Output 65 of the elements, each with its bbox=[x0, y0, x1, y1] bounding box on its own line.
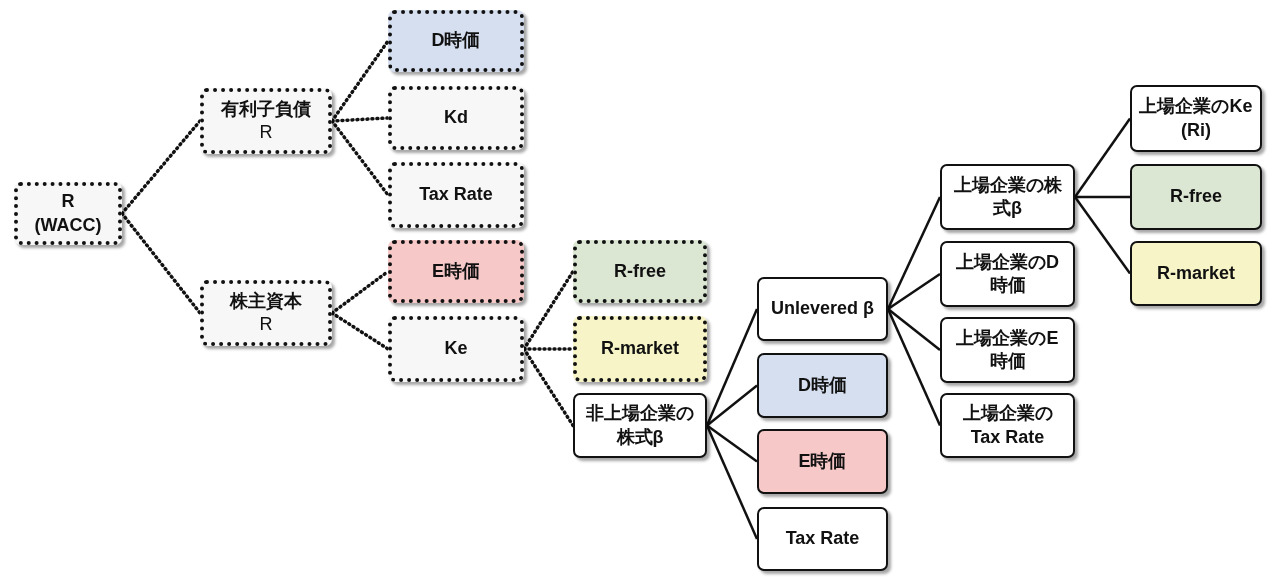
connector-line bbox=[887, 308, 941, 351]
node-label: 上場企業のKe (Ri) bbox=[1138, 95, 1254, 142]
connector-line bbox=[330, 311, 390, 351]
node-label: 株主資本 bbox=[230, 289, 302, 313]
node-label: (WACC) bbox=[34, 213, 102, 237]
term-box bbox=[573, 393, 707, 458]
node-label: R-market bbox=[601, 337, 679, 361]
node-label: R bbox=[61, 190, 75, 214]
node-label: 有利子負債 bbox=[221, 97, 311, 121]
term-box bbox=[940, 317, 1075, 383]
connector-line bbox=[1073, 117, 1132, 198]
connector-line bbox=[522, 347, 575, 428]
term-box bbox=[940, 393, 1075, 458]
connector-line bbox=[522, 347, 575, 351]
connector-line bbox=[330, 269, 390, 315]
node-label: R bbox=[259, 313, 273, 336]
term-box bbox=[757, 507, 888, 571]
node-label: 非上場企業の株式β bbox=[585, 402, 695, 449]
node-label: R-market bbox=[1157, 261, 1235, 285]
connector-line bbox=[706, 384, 758, 427]
term-box bbox=[1130, 241, 1262, 306]
node-label: 上場企業の株式β bbox=[952, 173, 1063, 220]
term-box bbox=[757, 277, 888, 341]
node-label: E時価 bbox=[432, 259, 480, 283]
node-label: R bbox=[259, 121, 273, 144]
node-label: D時価 bbox=[798, 373, 847, 397]
connector-line bbox=[706, 424, 758, 463]
term-box bbox=[1130, 164, 1262, 230]
node-label: Tax Rate bbox=[419, 183, 493, 207]
node-label: Ke bbox=[444, 337, 468, 361]
node-label: R-free bbox=[614, 259, 666, 283]
connector-line bbox=[887, 272, 941, 311]
node-label: R-free bbox=[1170, 185, 1222, 209]
connector-line bbox=[1074, 196, 1131, 275]
node-label: Unlevered β bbox=[771, 297, 874, 321]
term-box bbox=[388, 316, 524, 382]
term-box bbox=[757, 353, 888, 418]
node-label: E時価 bbox=[798, 449, 847, 473]
connector-line bbox=[120, 211, 202, 315]
connector-line bbox=[120, 119, 202, 216]
connector-line bbox=[330, 119, 390, 197]
node-label: D時価 bbox=[431, 29, 481, 53]
node-label: Tax Rate bbox=[785, 527, 860, 551]
term-box bbox=[388, 240, 524, 303]
node-label: Kd bbox=[444, 106, 468, 130]
node-label: 上場企業のE時価 bbox=[955, 326, 1060, 373]
connector-line bbox=[886, 196, 942, 310]
term-box bbox=[940, 164, 1075, 230]
connector-line bbox=[705, 308, 759, 426]
term-box bbox=[200, 88, 332, 154]
term-box bbox=[14, 182, 122, 245]
term-box bbox=[388, 86, 524, 150]
connector-line bbox=[1075, 195, 1130, 199]
term-box bbox=[388, 10, 524, 72]
connector-line bbox=[886, 308, 942, 426]
term-box bbox=[940, 241, 1075, 307]
node-label: 上場企業のD時価 bbox=[955, 250, 1060, 297]
term-box bbox=[200, 280, 332, 346]
term-box bbox=[388, 162, 524, 228]
term-box bbox=[1130, 85, 1262, 152]
term-box bbox=[573, 316, 707, 382]
connector-line bbox=[705, 425, 759, 540]
term-box bbox=[757, 429, 888, 494]
term-box bbox=[573, 240, 707, 303]
node-label: 上場企業のTax Rate bbox=[961, 402, 1054, 449]
